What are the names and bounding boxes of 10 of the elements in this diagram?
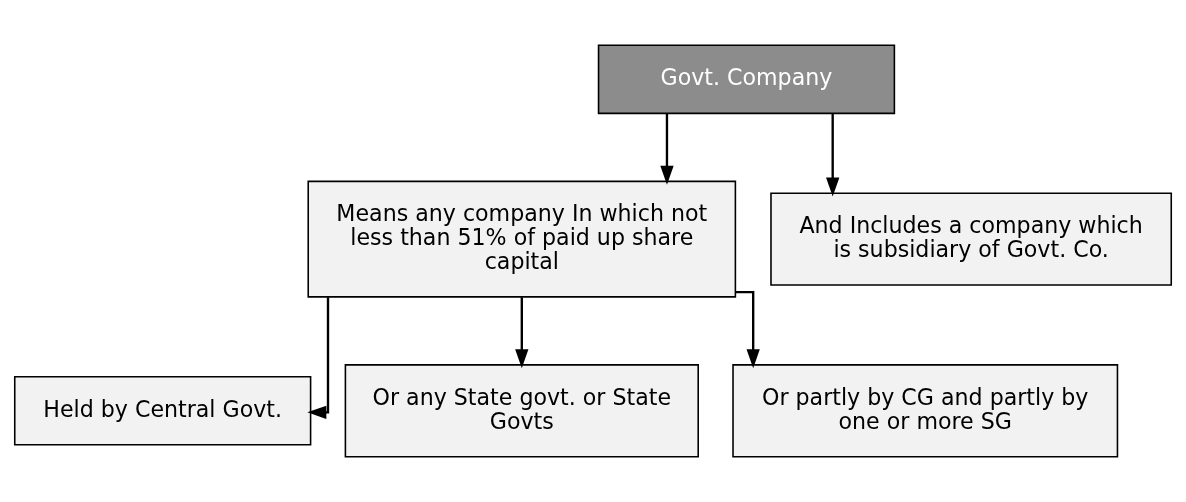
node-box: Or any State govt. or State Govts bbox=[344, 364, 699, 458]
node-box: Or partly by CG and partly by one or more SG bbox=[732, 364, 1119, 458]
node-box: Means any company In which not less than 51% of paid up share capital bbox=[307, 180, 737, 298]
arrow bbox=[307, 297, 330, 420]
arrow bbox=[660, 114, 674, 185]
node-box: And Includes a company which is subsidiary of Govt. Co. bbox=[770, 192, 1173, 286]
node-box: Govt. Company bbox=[597, 44, 896, 115]
arrow bbox=[826, 114, 840, 197]
arrow bbox=[515, 297, 529, 369]
node-box: Held by Central Govt. bbox=[13, 376, 312, 446]
